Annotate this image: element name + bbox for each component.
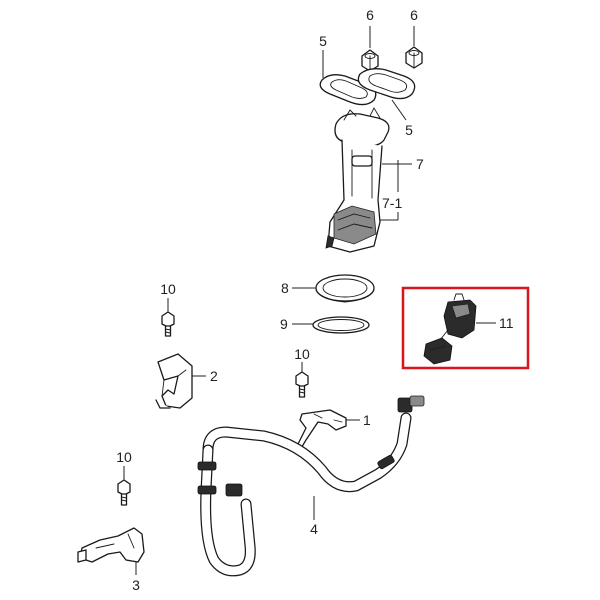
fuel-hose-4 — [197, 395, 425, 577]
bracket-1 — [295, 409, 347, 451]
label-part-7: 7 — [416, 156, 424, 172]
label-part-5a: 5 — [319, 33, 327, 49]
label-part-9: 9 — [280, 316, 288, 332]
leader-lines — [123, 26, 496, 575]
seal-ring-8 — [315, 274, 375, 303]
o-ring-9 — [312, 316, 370, 334]
label-part-1: 1 — [363, 412, 371, 428]
nut-6-right — [405, 46, 423, 69]
bolt-10-upper — [161, 311, 175, 337]
label-part-8: 8 — [281, 280, 289, 296]
label-part-7-1: 7-1 — [382, 195, 402, 211]
label-part-4: 4 — [310, 521, 318, 537]
bolt-10-lower — [117, 479, 131, 506]
nut-6-left — [361, 49, 379, 72]
gasket-5-left — [319, 74, 377, 106]
gasket-5-right — [357, 68, 416, 100]
label-part-10a: 10 — [160, 281, 176, 297]
bracket-2 — [155, 353, 193, 409]
bracket-3 — [77, 527, 145, 563]
bolt-10-middle — [295, 371, 309, 398]
label-part-10c: 10 — [116, 449, 132, 465]
fuel-level-sensor-11 — [423, 293, 477, 365]
label-part-5b: 5 — [405, 122, 413, 138]
highlight-frame — [401, 286, 530, 370]
label-part-10b: 10 — [294, 346, 310, 362]
label-part-3: 3 — [132, 577, 140, 593]
fuel-pump-module — [325, 107, 390, 253]
label-part-6a: 6 — [366, 7, 374, 23]
label-part-2: 2 — [210, 368, 218, 384]
label-part-6b: 6 — [410, 7, 418, 23]
label-part-11: 11 — [499, 315, 514, 331]
